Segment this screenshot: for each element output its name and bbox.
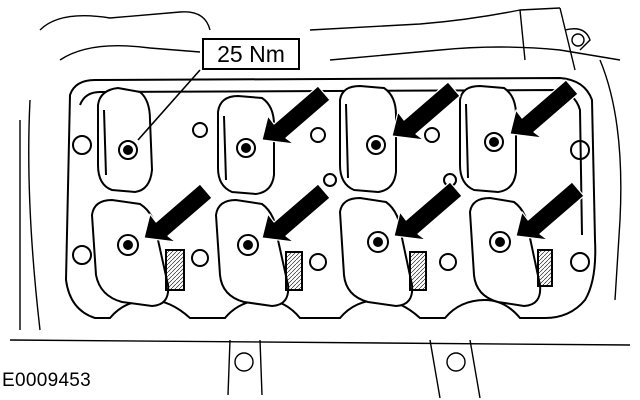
arrow-lower-1 [143, 183, 213, 243]
figure-id: E0009453 [2, 370, 92, 391]
arrow-lower-2 [261, 183, 331, 243]
arrow-lower-3 [393, 181, 463, 241]
arrow-upper-3 [391, 81, 461, 141]
indicator-arrows [143, 79, 585, 243]
rocker-arm-upper-4 [459, 84, 517, 194]
rocker-arm-upper-3 [339, 84, 397, 194]
arrow-upper-4 [509, 79, 579, 139]
arrow-lower-4 [515, 181, 585, 241]
arrow-upper-2 [261, 85, 331, 145]
engine-background-outline [9, 7, 631, 399]
torque-callout: 25 Nm [202, 38, 300, 70]
rocker-arm-upper-2 [217, 94, 275, 196]
rocker-arm-lower-3 [338, 196, 427, 308]
callout-leader-line [137, 69, 201, 141]
rocker-arm-upper-1 [97, 86, 154, 194]
